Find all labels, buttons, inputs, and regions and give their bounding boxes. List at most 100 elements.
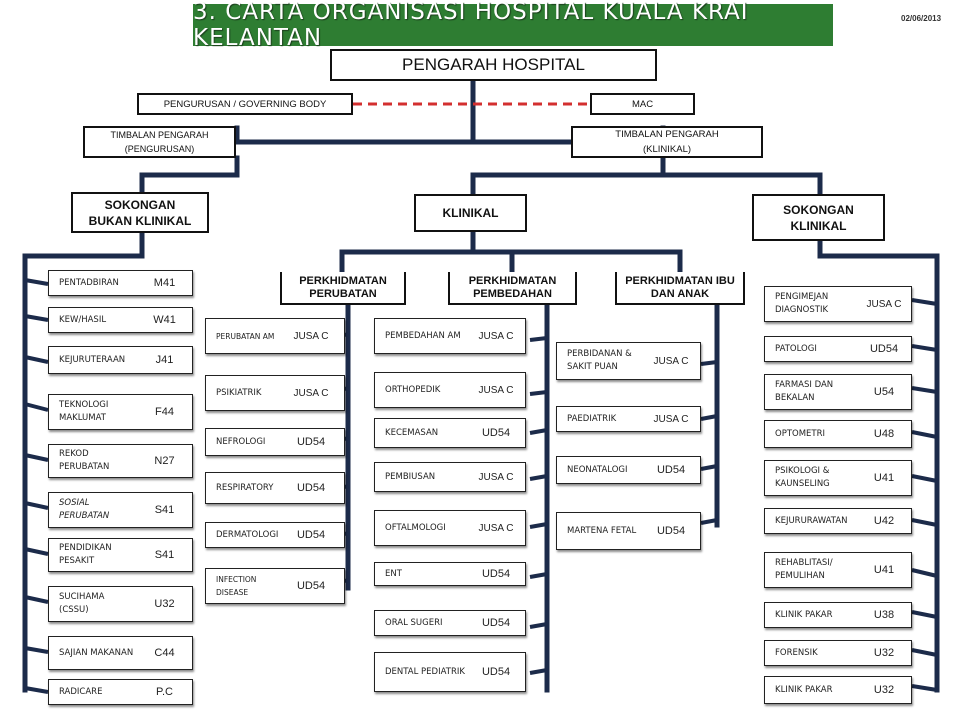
unit-grade: F44	[155, 405, 174, 418]
unit-grade: UD54	[481, 665, 511, 678]
unit-name: DERMATOLOGI	[216, 529, 279, 540]
unit-grade: M41	[153, 276, 176, 289]
unit-grade: JUSA C	[478, 522, 514, 534]
unit-name: PAEDIATRIK	[567, 413, 617, 424]
surgical-services-label: PERKHIDMATAN PEMBEDAHAN	[468, 274, 557, 300]
surgical-services-box[interactable]: PERKHIDMATAN PEMBEDAHAN	[448, 272, 577, 305]
unit-name: PSIKOLOGI & KAUNSELING	[775, 466, 830, 489]
clinical-support-box[interactable]: SOKONGAN KLINIKAL	[752, 194, 885, 241]
unit-grade: J41	[155, 353, 174, 366]
deputy-clinical-box[interactable]: TIMBALAN PENGARAH (KLINIKAL)	[571, 126, 763, 158]
unit-grade: JUSA C	[653, 355, 689, 367]
unit-grade: UD54	[296, 528, 326, 541]
clinical-label: KLINIKAL	[442, 206, 499, 220]
unit-grade: S41	[154, 548, 175, 561]
unit-name: NEONATALOGI	[567, 464, 628, 475]
nonclinical-unit-box[interactable]: PENTADBIRAN M41	[48, 270, 193, 296]
unit-grade: U48	[873, 427, 895, 440]
nonclinical-unit-box[interactable]: RADICARE P.C	[48, 679, 193, 705]
unit-name: KLINIK PAKAR	[775, 684, 833, 695]
director-box[interactable]: PENGARAH HOSPITAL	[330, 49, 657, 81]
unit-grade: UD54	[296, 435, 326, 448]
unit-grade: JUSA C	[478, 471, 514, 483]
surgical-unit-box[interactable]: DENTAL PEDIATRIK UD54	[374, 652, 526, 692]
unit-grade: UD54	[296, 579, 326, 592]
nonclinical-support-box[interactable]: SOKONGAN BUKAN KLINIKAL	[71, 192, 209, 233]
deputy-management-box[interactable]: TIMBALAN PENGARAH (PENGURUSAN)	[83, 126, 236, 158]
maternal-unit-box[interactable]: MARTENA FETAL UD54	[556, 512, 701, 550]
unit-name: KEJURURAWATAN	[775, 515, 848, 526]
unit-grade: JUSA C	[478, 384, 514, 396]
unit-name: PEMBEDAHAN AM	[385, 330, 461, 341]
unit-grade: P.C	[156, 685, 173, 698]
unit-grade: UD54	[481, 616, 511, 629]
unit-name: ORAL SUGERI	[385, 617, 443, 628]
unit-grade: UD54	[656, 463, 686, 476]
maternal-unit-box[interactable]: NEONATALOGI UD54	[556, 456, 701, 484]
support-unit-box[interactable]: KLINIK PAKAR U32	[764, 676, 912, 704]
unit-grade: UD54	[656, 524, 686, 537]
medical-services-box[interactable]: PERKHIDMATAN PERUBATAN	[280, 272, 406, 305]
unit-name: FORENSIK	[775, 647, 818, 658]
unit-grade: U41	[873, 563, 895, 576]
unit-name: MARTENA FETAL	[567, 525, 637, 536]
date-label: 02/06/2013	[901, 14, 942, 23]
support-unit-box[interactable]: PATOLOGI UD54	[764, 336, 912, 362]
mac-label: MAC	[631, 98, 654, 110]
unit-name: DENTAL PEDIATRIK	[385, 666, 465, 677]
director-label: PENGARAH HOSPITAL	[402, 55, 585, 74]
deputy-clinical-label: TIMBALAN PENGARAH (KLINIKAL)	[615, 129, 719, 155]
surgical-unit-box[interactable]: PEMBEDAHAN AM JUSA C	[374, 318, 526, 354]
surgical-unit-box[interactable]: ORAL SUGERI UD54	[374, 610, 526, 636]
unit-grade: W41	[153, 313, 176, 326]
unit-name: ENT	[385, 568, 402, 579]
unit-name: RESPIRATORY	[216, 482, 274, 493]
unit-grade: U32	[873, 683, 895, 696]
unit-name: PATOLOGI	[775, 343, 817, 354]
unit-grade: UD54	[869, 342, 899, 355]
clinical-box[interactable]: KLINIKAL	[414, 194, 527, 232]
unit-grade: JUSA C	[478, 330, 514, 342]
unit-name: INFECTION DISEASE	[216, 575, 257, 597]
unit-name: TEKNOLOGI MAKLUMAT	[59, 400, 109, 423]
governing-body-box[interactable]: PENGURUSAN / GOVERNING BODY	[137, 93, 353, 115]
nonclinical-unit-box[interactable]: TEKNOLOGI MAKLUMAT F44	[48, 394, 193, 430]
unit-name: KLINIK PAKAR	[775, 609, 833, 620]
unit-name: RADICARE	[59, 686, 103, 697]
unit-name: PERUBATAN AM	[216, 331, 275, 341]
mac-box[interactable]: MAC	[590, 93, 695, 115]
maternal-services-box[interactable]: PERKHIDMATAN IBU DAN ANAK	[615, 272, 745, 305]
unit-name: PENTADBIRAN	[59, 277, 119, 288]
governing-body-label: PENGURUSAN / GOVERNING BODY	[163, 98, 327, 110]
nonclinical-unit-box[interactable]: SUCIHAMA (CSSU)U32	[48, 586, 193, 622]
unit-grade: S41	[154, 503, 175, 516]
medical-unit-box[interactable]: DERMATOLOGI UD54	[205, 522, 345, 548]
medical-unit-box[interactable]: INFECTION DISEASE UD54	[205, 568, 345, 604]
